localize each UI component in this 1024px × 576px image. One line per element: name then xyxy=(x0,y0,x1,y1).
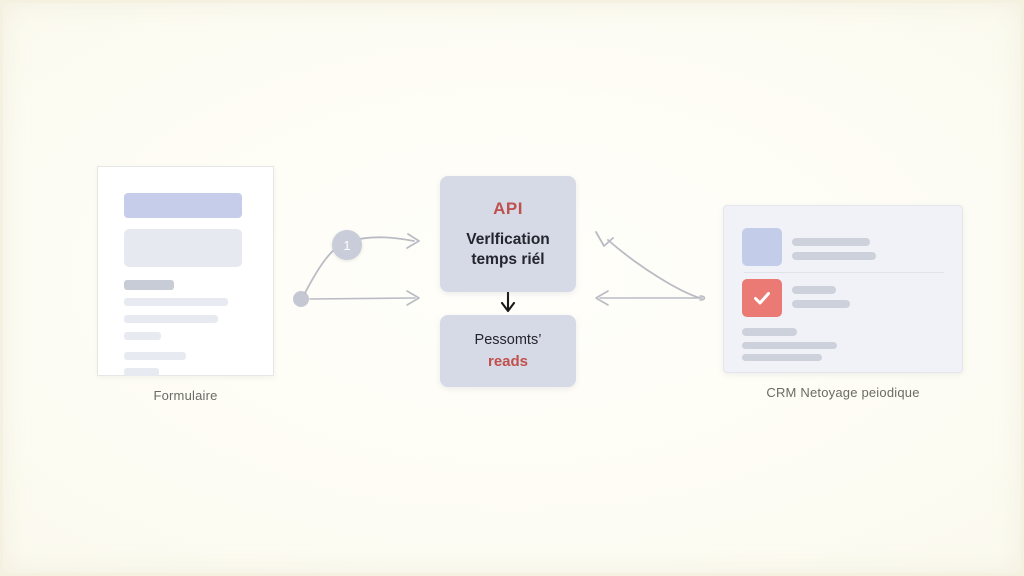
curved-arrow-crm-to-api xyxy=(607,239,701,299)
crm-line xyxy=(792,252,876,260)
permissions-box-subtitle: reads xyxy=(487,352,529,370)
permissions-box-title: Pessomts’ xyxy=(474,332,542,349)
straight-arrow-crm-head xyxy=(595,290,609,306)
form-line xyxy=(124,315,218,323)
form-line xyxy=(124,352,186,360)
source-dot xyxy=(293,291,309,307)
down-arrow-head xyxy=(500,301,516,313)
crm-line xyxy=(742,342,837,349)
crm-divider xyxy=(744,272,944,273)
straight-arrow-head xyxy=(406,290,420,306)
crm-line xyxy=(792,300,850,308)
form-header-placeholder xyxy=(124,193,242,218)
crm-line xyxy=(792,238,870,246)
form-line xyxy=(124,332,161,340)
form-line xyxy=(124,368,159,376)
form-subtitle-placeholder xyxy=(124,280,174,290)
crm-thumbnail-blue xyxy=(742,228,782,266)
crm-check-icon xyxy=(742,279,782,317)
form-line xyxy=(124,298,228,306)
form-text-block-placeholder xyxy=(124,229,242,267)
curved-arrow-head xyxy=(406,233,420,249)
crm-caption: CRM Netoyage peiodique xyxy=(766,385,920,400)
formulaire-card[interactable] xyxy=(97,166,274,376)
formulaire-caption: Formulaire xyxy=(153,388,218,403)
crm-line xyxy=(742,354,822,361)
api-subtitle-line-2: temps riél xyxy=(471,250,545,268)
straight-arrow-to-api xyxy=(309,297,416,300)
crm-line xyxy=(792,286,836,294)
step-badge-1: 1 xyxy=(332,230,362,260)
crm-card[interactable] xyxy=(723,205,963,373)
api-box-subtitle: Verlfication temps riél xyxy=(466,230,550,269)
curved-arrow-crm-head xyxy=(595,231,614,247)
api-verification-box[interactable]: API Verlfication temps riél xyxy=(440,176,576,292)
arrow-junction xyxy=(699,295,706,301)
api-subtitle-line-1: Verlfication xyxy=(466,230,550,248)
api-box-title: API xyxy=(493,198,523,218)
check-glyph xyxy=(754,292,770,305)
permissions-reads-box[interactable]: Pessomts’ reads xyxy=(440,315,576,387)
crm-line xyxy=(742,328,797,336)
